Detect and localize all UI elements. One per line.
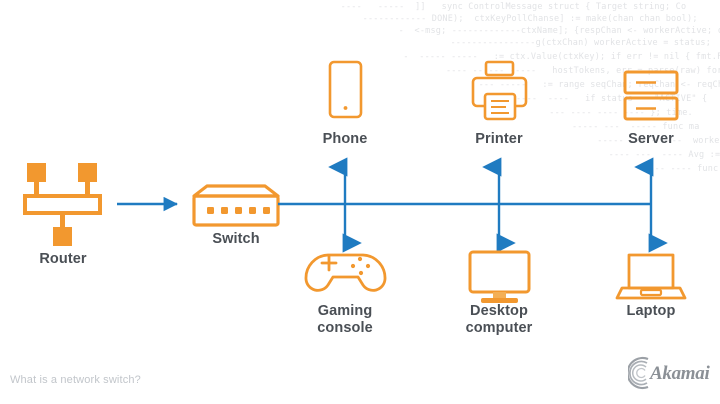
label-desktop-computer: Desktop computer (465, 303, 533, 336)
label-printer: Printer (475, 131, 523, 147)
gamepad-icon (304, 253, 387, 292)
monitor-icon (468, 250, 531, 303)
label-server: Server (628, 131, 674, 147)
printer-icon (471, 60, 528, 121)
label-laptop: Laptop (626, 303, 676, 319)
server-icon (623, 70, 679, 121)
phone-icon (328, 60, 363, 119)
footer-caption: What is a network switch? (10, 374, 141, 386)
router-icon (23, 163, 102, 246)
label-phone: Phone (322, 131, 368, 147)
akamai-spiral-icon (626, 356, 649, 390)
network-switch-icon (192, 184, 280, 227)
label-gaming-console: Gaming console (317, 303, 373, 336)
label-switch: Switch (212, 231, 260, 247)
laptop-icon (615, 253, 687, 300)
akamai-logo: Akamai (626, 356, 710, 390)
akamai-wordmark: Akamai (650, 363, 710, 384)
label-router: Router (39, 251, 87, 267)
